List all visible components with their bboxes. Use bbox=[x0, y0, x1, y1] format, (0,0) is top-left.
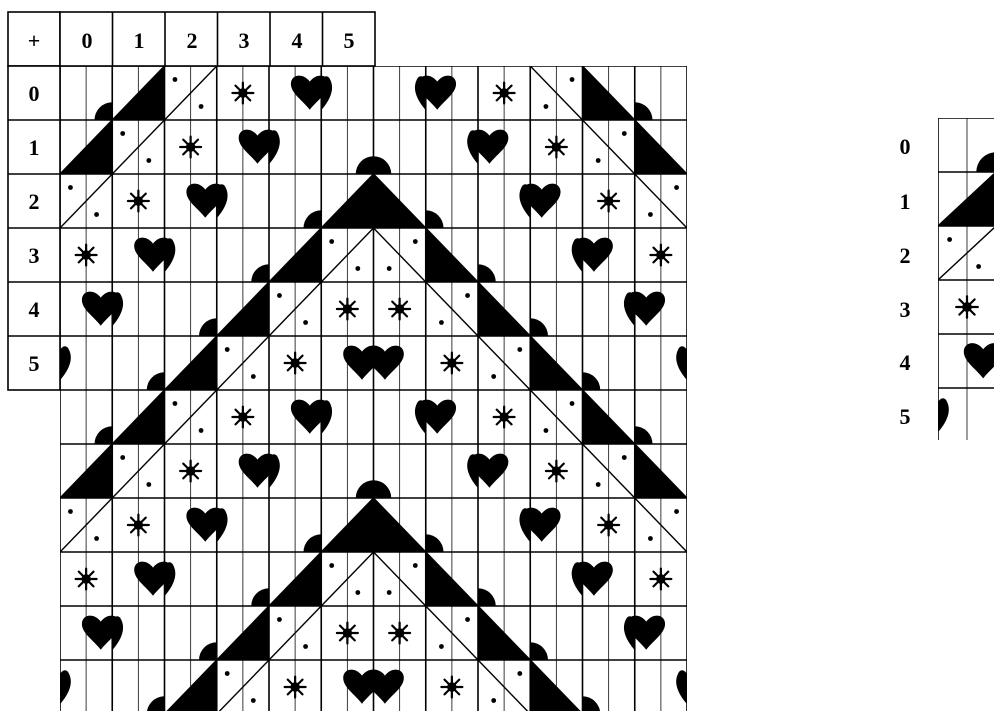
key-label-5: 5 bbox=[900, 404, 911, 429]
row-header-4: 4 bbox=[29, 297, 40, 322]
key-label-0: 0 bbox=[900, 134, 911, 159]
row-header-0: 0 bbox=[29, 81, 40, 106]
corner-plus-symbol: + bbox=[28, 28, 41, 53]
column-header-5: 5 bbox=[344, 28, 355, 53]
row-header-3: 3 bbox=[29, 243, 40, 268]
row-header-5: 5 bbox=[29, 351, 40, 376]
column-header-3: 3 bbox=[239, 28, 250, 53]
column-header-1: 1 bbox=[134, 28, 145, 53]
key-label-3: 3 bbox=[900, 297, 911, 322]
key-label-1: 1 bbox=[900, 189, 911, 214]
column-header-0: 0 bbox=[82, 28, 93, 53]
key-label-4: 4 bbox=[900, 350, 911, 375]
main-pattern-grid bbox=[60, 66, 687, 711]
tile-key-column bbox=[938, 118, 994, 442]
row-header-1: 1 bbox=[29, 135, 40, 160]
key-label-2: 2 bbox=[900, 243, 911, 268]
row-header-2: 2 bbox=[29, 189, 40, 214]
column-header-4: 4 bbox=[292, 28, 303, 53]
column-header-2: 2 bbox=[187, 28, 198, 53]
tile-key-labels: 0 1 2 3 4 5 bbox=[900, 134, 911, 429]
